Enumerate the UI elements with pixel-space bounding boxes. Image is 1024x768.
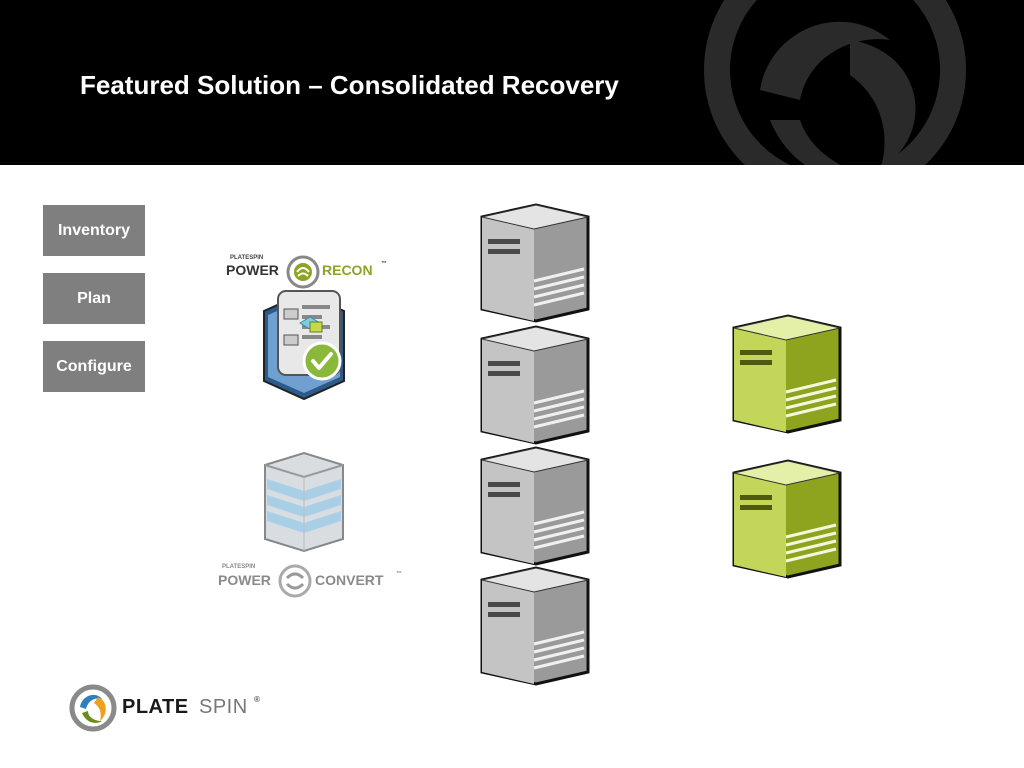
logo-reg-mark: ® — [254, 695, 260, 704]
convert-name-label: CONVERT — [315, 572, 384, 588]
recon-swirl-icon — [286, 255, 320, 289]
page-title: Featured Solution – Consolidated Recover… — [80, 70, 619, 100]
logo-spin-text: SPIN — [199, 696, 248, 718]
recon-name-label: RECON — [322, 262, 373, 278]
source-server-icon — [480, 446, 590, 566]
convert-swirl-icon — [278, 564, 312, 598]
logo-plate-text: PLATE — [122, 696, 189, 718]
powerconvert-logo: PLATESPIN POWER CONVERT ™ — [216, 562, 406, 598]
platespin-watermark-icon — [704, 0, 966, 165]
convert-tm-label: ™ — [396, 571, 402, 577]
source-server-icon — [480, 325, 590, 445]
inventory-button[interactable]: Inventory — [43, 205, 145, 256]
recon-brand-label: PLATESPIN — [230, 255, 264, 261]
slide-header: Featured Solution – Consolidated Recover… — [0, 0, 1024, 165]
convert-brand-label: PLATESPIN — [222, 564, 256, 570]
plan-button[interactable]: Plan — [43, 273, 145, 324]
storage-stack-icon — [264, 451, 344, 553]
server-check-icon — [263, 290, 345, 401]
platespin-footer-logo: PLATE SPIN ® — [68, 683, 298, 733]
platespin-logo-icon — [69, 684, 117, 732]
recon-tm-label: ™ — [381, 261, 387, 267]
configure-button[interactable]: Configure — [43, 341, 145, 392]
convert-power-label: POWER — [218, 572, 271, 588]
powerrecon-logo: PLATESPIN POWER RECON ™ — [224, 253, 394, 289]
source-server-icon — [480, 566, 590, 686]
source-server-icon — [480, 203, 590, 323]
recon-power-label: POWER — [226, 262, 279, 278]
recovery-server-icon — [732, 459, 842, 579]
recovery-server-icon — [732, 314, 842, 434]
